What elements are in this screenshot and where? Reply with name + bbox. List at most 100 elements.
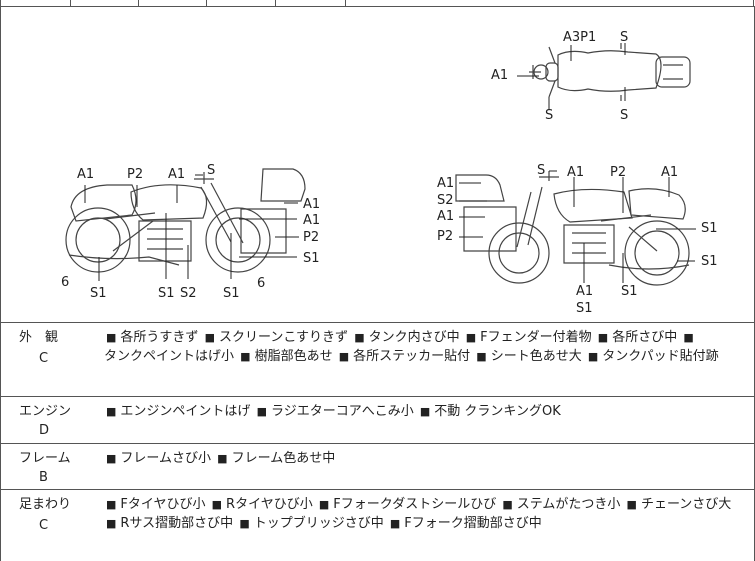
condition-item: Rタイヤひび小	[226, 497, 313, 512]
label-right-s: S	[537, 163, 546, 178]
condition-item: スクリーンこすりきず	[218, 330, 349, 345]
condition-item: フレームさび小	[120, 451, 212, 466]
bullet-square-icon: ■	[338, 350, 350, 363]
label-s-top: S	[620, 30, 629, 45]
condition-item: チェーンさび大	[640, 497, 732, 512]
condition-item: 各所うすきず	[120, 330, 199, 345]
condition-item: タンクパッド貼付跡	[602, 349, 719, 364]
label-right-l-p2: P2	[437, 229, 454, 244]
bullet-square-icon: ■	[389, 517, 401, 530]
label-left-six-right: 6	[257, 276, 266, 291]
condition-item: エンジンペイントはげ	[120, 404, 251, 419]
row-grade: B	[39, 470, 48, 485]
bullet-square-icon: ■	[204, 331, 215, 344]
bullet-square-icon: ■	[476, 350, 487, 363]
label-left-r-a1-2: A1	[303, 213, 321, 228]
label-s-top-right: S	[620, 108, 629, 123]
label-right-r-s1-1: S1	[701, 221, 718, 236]
condition-item: Fフェンダー付着物	[480, 330, 592, 345]
top-view-motorcycle	[529, 43, 691, 101]
bullet-square-icon: ■	[106, 331, 117, 344]
label-left-b-s1-2: S1	[158, 286, 175, 301]
condition-item: シート色あせ大	[490, 349, 582, 364]
condition-item: 各所さび中	[612, 330, 678, 345]
row-exterior: 外 観 C ■各所うすきず ■スクリーンこすりきず ■タンク内さび中 ■Fフェン…	[0, 323, 755, 397]
label-left-a1-1: A1	[77, 167, 95, 182]
label-right-r-s1-2: S1	[701, 254, 718, 269]
label-right-b-s1-1: S1	[576, 301, 593, 316]
condition-item: Rサス摺動部さび中	[120, 516, 234, 531]
row-category: 外 観	[19, 330, 59, 345]
row-suspension: 足まわり C ■Fタイヤひび小 ■Rタイヤひび小 ■Fフォークダストシールひび …	[0, 490, 755, 561]
row-description: ■エンジンペイントはげ ■ラジエターコアへこみ小 ■不動 クランキングOK	[104, 402, 744, 421]
bullet-square-icon: ■	[419, 405, 431, 418]
condition-item: フレーム色あせ中	[231, 451, 336, 466]
top-table-edge	[0, 0, 755, 7]
row-frame: フレーム B ■フレームさび小 ■フレーム色あせ中	[0, 444, 755, 490]
label-left-b-s1-3: S1	[223, 286, 240, 301]
row-engine: エンジン D ■エンジンペイントはげ ■ラジエターコアへこみ小 ■不動 クランキ…	[0, 397, 755, 444]
condition-item: Fタイヤひび小	[120, 497, 206, 512]
label-left-p2: P2	[127, 167, 144, 182]
bullet-square-icon: ■	[597, 331, 609, 344]
left-side-motorcycle	[65, 168, 306, 273]
row-description: ■フレームさび小 ■フレーム色あせ中	[104, 449, 744, 468]
label-right-l-a1-2: A1	[437, 209, 455, 224]
bullet-square-icon: ■	[465, 331, 477, 344]
condition-item: Fフォーク摺動部さび中	[404, 516, 542, 531]
row-category: エンジン	[19, 404, 72, 419]
row-grade: C	[39, 351, 49, 366]
right-side-motorcycle	[455, 171, 690, 286]
bullet-square-icon: ■	[106, 405, 117, 418]
label-a3p1: A3P1	[563, 30, 597, 45]
bullet-square-icon: ■	[354, 331, 365, 344]
label-right-a1-2: A1	[661, 165, 679, 180]
label-left-b-s1-1: S1	[90, 286, 107, 301]
bullet-square-icon: ■	[240, 350, 251, 363]
condition-item: ラジエターコアへこみ小	[270, 404, 414, 419]
condition-item: ステムがたつき小	[516, 497, 621, 512]
condition-item: 樹脂部色あせ	[254, 349, 333, 364]
bullet-square-icon: ■	[106, 452, 117, 465]
bullet-square-icon: ■	[217, 452, 228, 465]
bullet-square-icon: ■	[106, 517, 117, 530]
damage-diagram: A3P1 S A1 S S A1 P2 A1 S A1 A1 P2 S1 6 S…	[0, 7, 755, 323]
motorcycle-drawings	[65, 43, 696, 286]
label-left-six: 6	[61, 275, 70, 290]
condition-item: タンク内さび中	[368, 330, 460, 345]
condition-item: 不動 クランキングOK	[434, 404, 561, 419]
bullet-square-icon: ■	[256, 405, 267, 418]
bullet-square-icon: ■	[211, 498, 223, 511]
label-right-b-a1: A1	[576, 284, 594, 299]
bullet-square-icon: ■	[683, 331, 694, 344]
row-category: フレーム	[19, 451, 71, 466]
label-left-b-s2: S2	[180, 286, 197, 301]
bullet-square-icon: ■	[106, 498, 117, 511]
condition-item: Fフォークダストシールひび	[333, 497, 497, 512]
row-description: ■Fタイヤひび小 ■Rタイヤひび小 ■Fフォークダストシールひび ■ステムがたつ…	[104, 495, 744, 533]
label-right-p2: P2	[610, 165, 627, 180]
label-left-a1-2: A1	[168, 167, 186, 182]
row-grade: D	[39, 423, 50, 438]
label-right-b-s1-2: S1	[621, 284, 638, 299]
label-a1-top: A1	[491, 68, 509, 83]
bullet-square-icon: ■	[239, 517, 250, 530]
label-right-a1-1: A1	[567, 165, 585, 180]
label-left-r-s1: S1	[303, 251, 320, 266]
bullet-square-icon: ■	[318, 498, 330, 511]
label-left-r-p2: P2	[303, 230, 320, 245]
label-left-r-a1-1: A1	[303, 197, 321, 212]
condition-item: タンクペイントはげ小	[104, 349, 235, 364]
condition-item: トップブリッジさび中	[253, 516, 384, 531]
row-grade: C	[39, 518, 49, 533]
bullet-square-icon: ■	[502, 498, 513, 511]
label-right-l-s2: S2	[437, 193, 454, 208]
label-left-s: S	[207, 163, 216, 178]
bullet-square-icon: ■	[587, 350, 599, 363]
row-category: 足まわり	[19, 497, 72, 512]
label-right-l-a1-1: A1	[437, 176, 455, 191]
row-description: ■各所うすきず ■スクリーンこすりきず ■タンク内さび中 ■Fフェンダー付着物 …	[104, 328, 744, 366]
label-s-top-left: S	[545, 108, 554, 123]
bullet-square-icon: ■	[626, 498, 637, 511]
